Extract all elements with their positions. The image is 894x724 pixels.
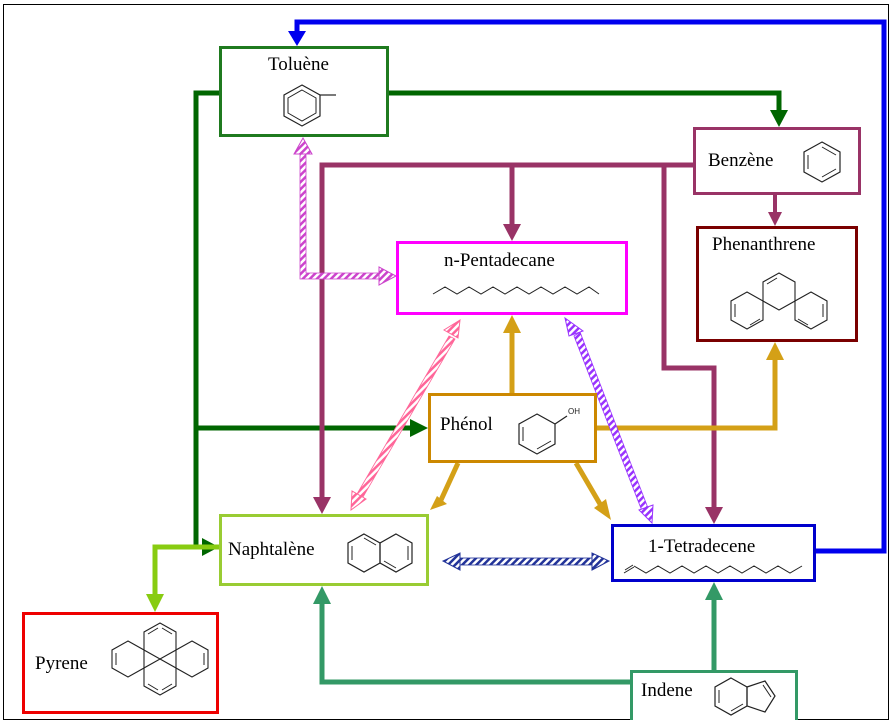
arrow-benzene-to-phenanthrene [768,195,782,226]
benzene-structure-icon [803,141,841,183]
dashed-arrow-pentadecane-tetradecene [564,316,654,525]
node-pentadecane: n-Pentadecane [396,241,628,315]
node-pyrene: Pyrene [22,612,219,714]
pyrene-structure-icon [111,622,209,696]
node-phenanthrene-label: Phenanthrene [712,234,816,255]
arrow-phenol-to-tetradecene [573,461,611,520]
arrow-indene-to-naphtalene [313,586,630,685]
toluene-structure-icon [283,84,336,127]
arrow-indene-to-tetradecene [705,582,723,670]
node-benzene-label: Benzène [708,150,774,171]
arrow-benzene-to-tetradecene [661,165,723,524]
node-indene: Indene [630,670,798,720]
arrow-toluene-to-phenol [193,90,428,437]
arrow-naphtalene-to-pyrene [146,544,219,612]
node-phenol: Phénol OH [428,393,597,463]
arrow-phenol-to-phenanthrene [597,342,784,431]
node-tetradecene-label: 1-Tetradecene [648,536,756,557]
dashed-arrow-toluene-pentadecane [293,136,398,286]
node-toluene-label: Toluène [268,54,329,75]
arrow-benzene-to-naphtalene [313,162,512,514]
node-benzene: Benzène [693,127,861,195]
phenol-oh-label: OH [568,407,580,416]
dashed-arrow-pentadecane-naphtalene [350,319,461,512]
dashed-arrow-naphtalene-tetradecene [441,552,611,571]
arrow-phenol-to-pentadecane [503,315,521,393]
pentadecane-chain-icon [432,286,600,295]
node-naphtalene: Naphtalène [219,514,429,586]
arrow-phenol-to-naphtalene [430,461,461,510]
arrow-toluene-to-naphtalene [193,428,219,556]
diagram-frame [3,4,889,720]
node-indene-label: Indene [641,680,693,701]
tetradecene-chain-icon [623,564,803,574]
node-pentadecane-label: n-Pentadecane [444,250,555,271]
arrow-tetradecene-to-toluene [288,19,887,554]
arrow-toluene-to-benzene [389,90,788,127]
node-pyrene-label: Pyrene [35,653,88,674]
indene-structure-icon [714,677,776,716]
naphthalene-structure-icon [347,533,413,573]
node-tetradecene: 1-Tetradecene [611,524,816,582]
node-naphtalene-label: Naphtalène [228,539,315,560]
phenol-structure-icon: OH [518,407,580,455]
phenanthrene-structure-icon [730,272,828,330]
node-phenol-label: Phénol [440,414,493,435]
node-toluene: Toluène [219,46,389,137]
node-phenanthrene: Phenanthrene [696,226,858,342]
